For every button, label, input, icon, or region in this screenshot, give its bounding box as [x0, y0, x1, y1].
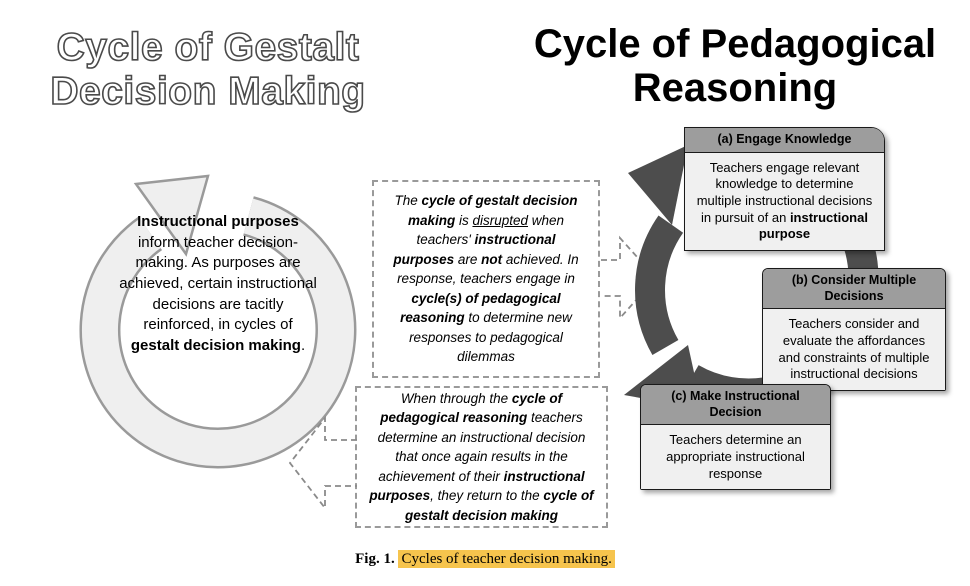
gestalt-circular-arrow: [79, 174, 357, 469]
consider-decisions-box: (b) Consider Multiple Decisions Teachers…: [762, 268, 946, 391]
text-segment: cycle of pedagogical reasoning: [380, 390, 563, 426]
text-segment: When through the: [400, 390, 512, 406]
text-segment: The: [394, 192, 422, 208]
engage-knowledge-box: (a) Engage Knowledge Teachers engage rel…: [684, 127, 885, 251]
make-decision-box: (c) Make Instructional Decision Teachers…: [640, 384, 831, 491]
engage-knowledge-header: (a) Engage Knowledge: [685, 128, 884, 153]
gestalt-cycle-title: Cycle of Gestalt Decision Making: [38, 25, 378, 114]
text-segment: when teachers': [416, 212, 565, 248]
text-segment: Teachers engage relevant knowledge to de…: [696, 159, 873, 225]
consider-decisions-body: Teachers consider and evaluate the affor…: [763, 309, 945, 390]
pedagogical-title-line2: Reasoning: [632, 66, 838, 110]
text-segment: to determine new responses to pedagogica…: [409, 310, 572, 365]
ring-body: [82, 198, 354, 466]
text-segment: not: [481, 251, 503, 267]
text-segment: inform teacher decision-making. As purpo…: [119, 233, 317, 334]
text-segment: instructional purpose: [758, 209, 868, 242]
text-segment: , they return to the: [430, 488, 544, 504]
return-note: When through the cycle of pedagogical re…: [355, 386, 608, 528]
pedagogical-cycle-title: Cycle of Pedagogical Reasoning: [515, 22, 955, 110]
gestalt-title-line1: Cycle of Gestalt: [56, 25, 360, 70]
make-decision-header: (c) Make Instructional Decision: [641, 385, 830, 426]
pedagogical-title-line1: Cycle of Pedagogical: [533, 22, 937, 66]
ring-arrowhead-icon: [133, 174, 210, 257]
text-segment: disrupted: [472, 212, 529, 228]
text-segment: gestalt decision making: [130, 337, 301, 355]
text-segment: cycle of gestalt decision making: [404, 488, 594, 523]
text-segment: Instructional purposes: [137, 213, 299, 230]
disruption-note: The cycle of gestalt decision making is …: [372, 180, 600, 378]
cycle-arc-left: [635, 215, 684, 355]
text-segment: instructional purposes: [369, 468, 585, 504]
consider-decisions-header: (b) Consider Multiple Decisions: [763, 269, 945, 310]
gestalt-title-line2: Decision Making: [50, 69, 366, 114]
text-segment: are: [454, 251, 482, 267]
make-decision-body: Teachers determine an appropriate instru…: [641, 425, 830, 490]
engage-knowledge-body: Teachers engage relevant knowledge to de…: [685, 152, 884, 250]
figure-label: Fig. 1.: [355, 551, 395, 567]
text-segment: is: [455, 212, 473, 228]
gestalt-center-text: Instructional purposes inform teacher de…: [118, 212, 318, 357]
cycle-arrowhead-top-icon: [628, 145, 688, 225]
text-segment: instructional purposes: [393, 232, 556, 267]
text-segment: .: [300, 337, 306, 355]
text-segment: cycle(s) of pedagogical reasoning: [400, 290, 561, 326]
text-segment: teachers determine an instructional deci…: [377, 410, 586, 484]
text-segment: cycle of gestalt decision making: [407, 192, 578, 228]
figure-caption-text: Cycles of teacher decision making.: [398, 550, 615, 568]
figure-caption: Fig. 1. Cycles of teacher decision makin…: [0, 550, 970, 568]
text-segment: achieved. In response, teachers engage i…: [397, 251, 579, 287]
